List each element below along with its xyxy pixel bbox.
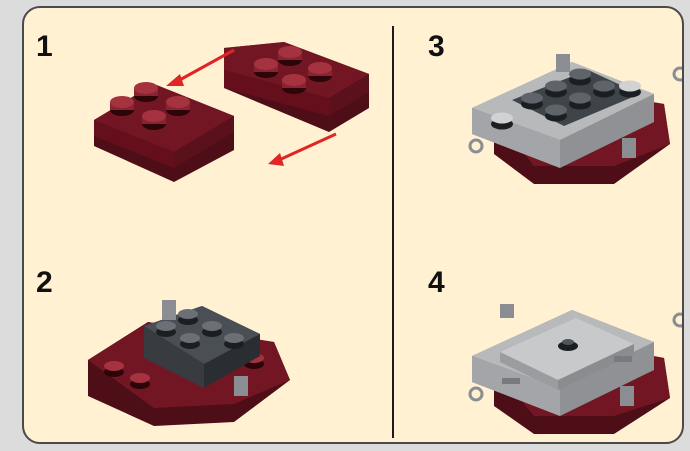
- red-wedge-plate-right: [224, 42, 369, 132]
- step-2-number: 2: [36, 268, 53, 298]
- step-4-number: 4: [428, 268, 445, 298]
- step-divider: [392, 26, 394, 438]
- instruction-panel: 1: [22, 6, 684, 444]
- step-4-illustration: [464, 290, 684, 438]
- step-1-illustration: [84, 36, 374, 186]
- step-3-illustration: [464, 44, 684, 192]
- step-1-number: 1: [36, 32, 53, 62]
- step-3-number: 3: [428, 32, 445, 62]
- step-2-illustration: [84, 296, 294, 436]
- red-wedge-plate-left: [94, 82, 234, 182]
